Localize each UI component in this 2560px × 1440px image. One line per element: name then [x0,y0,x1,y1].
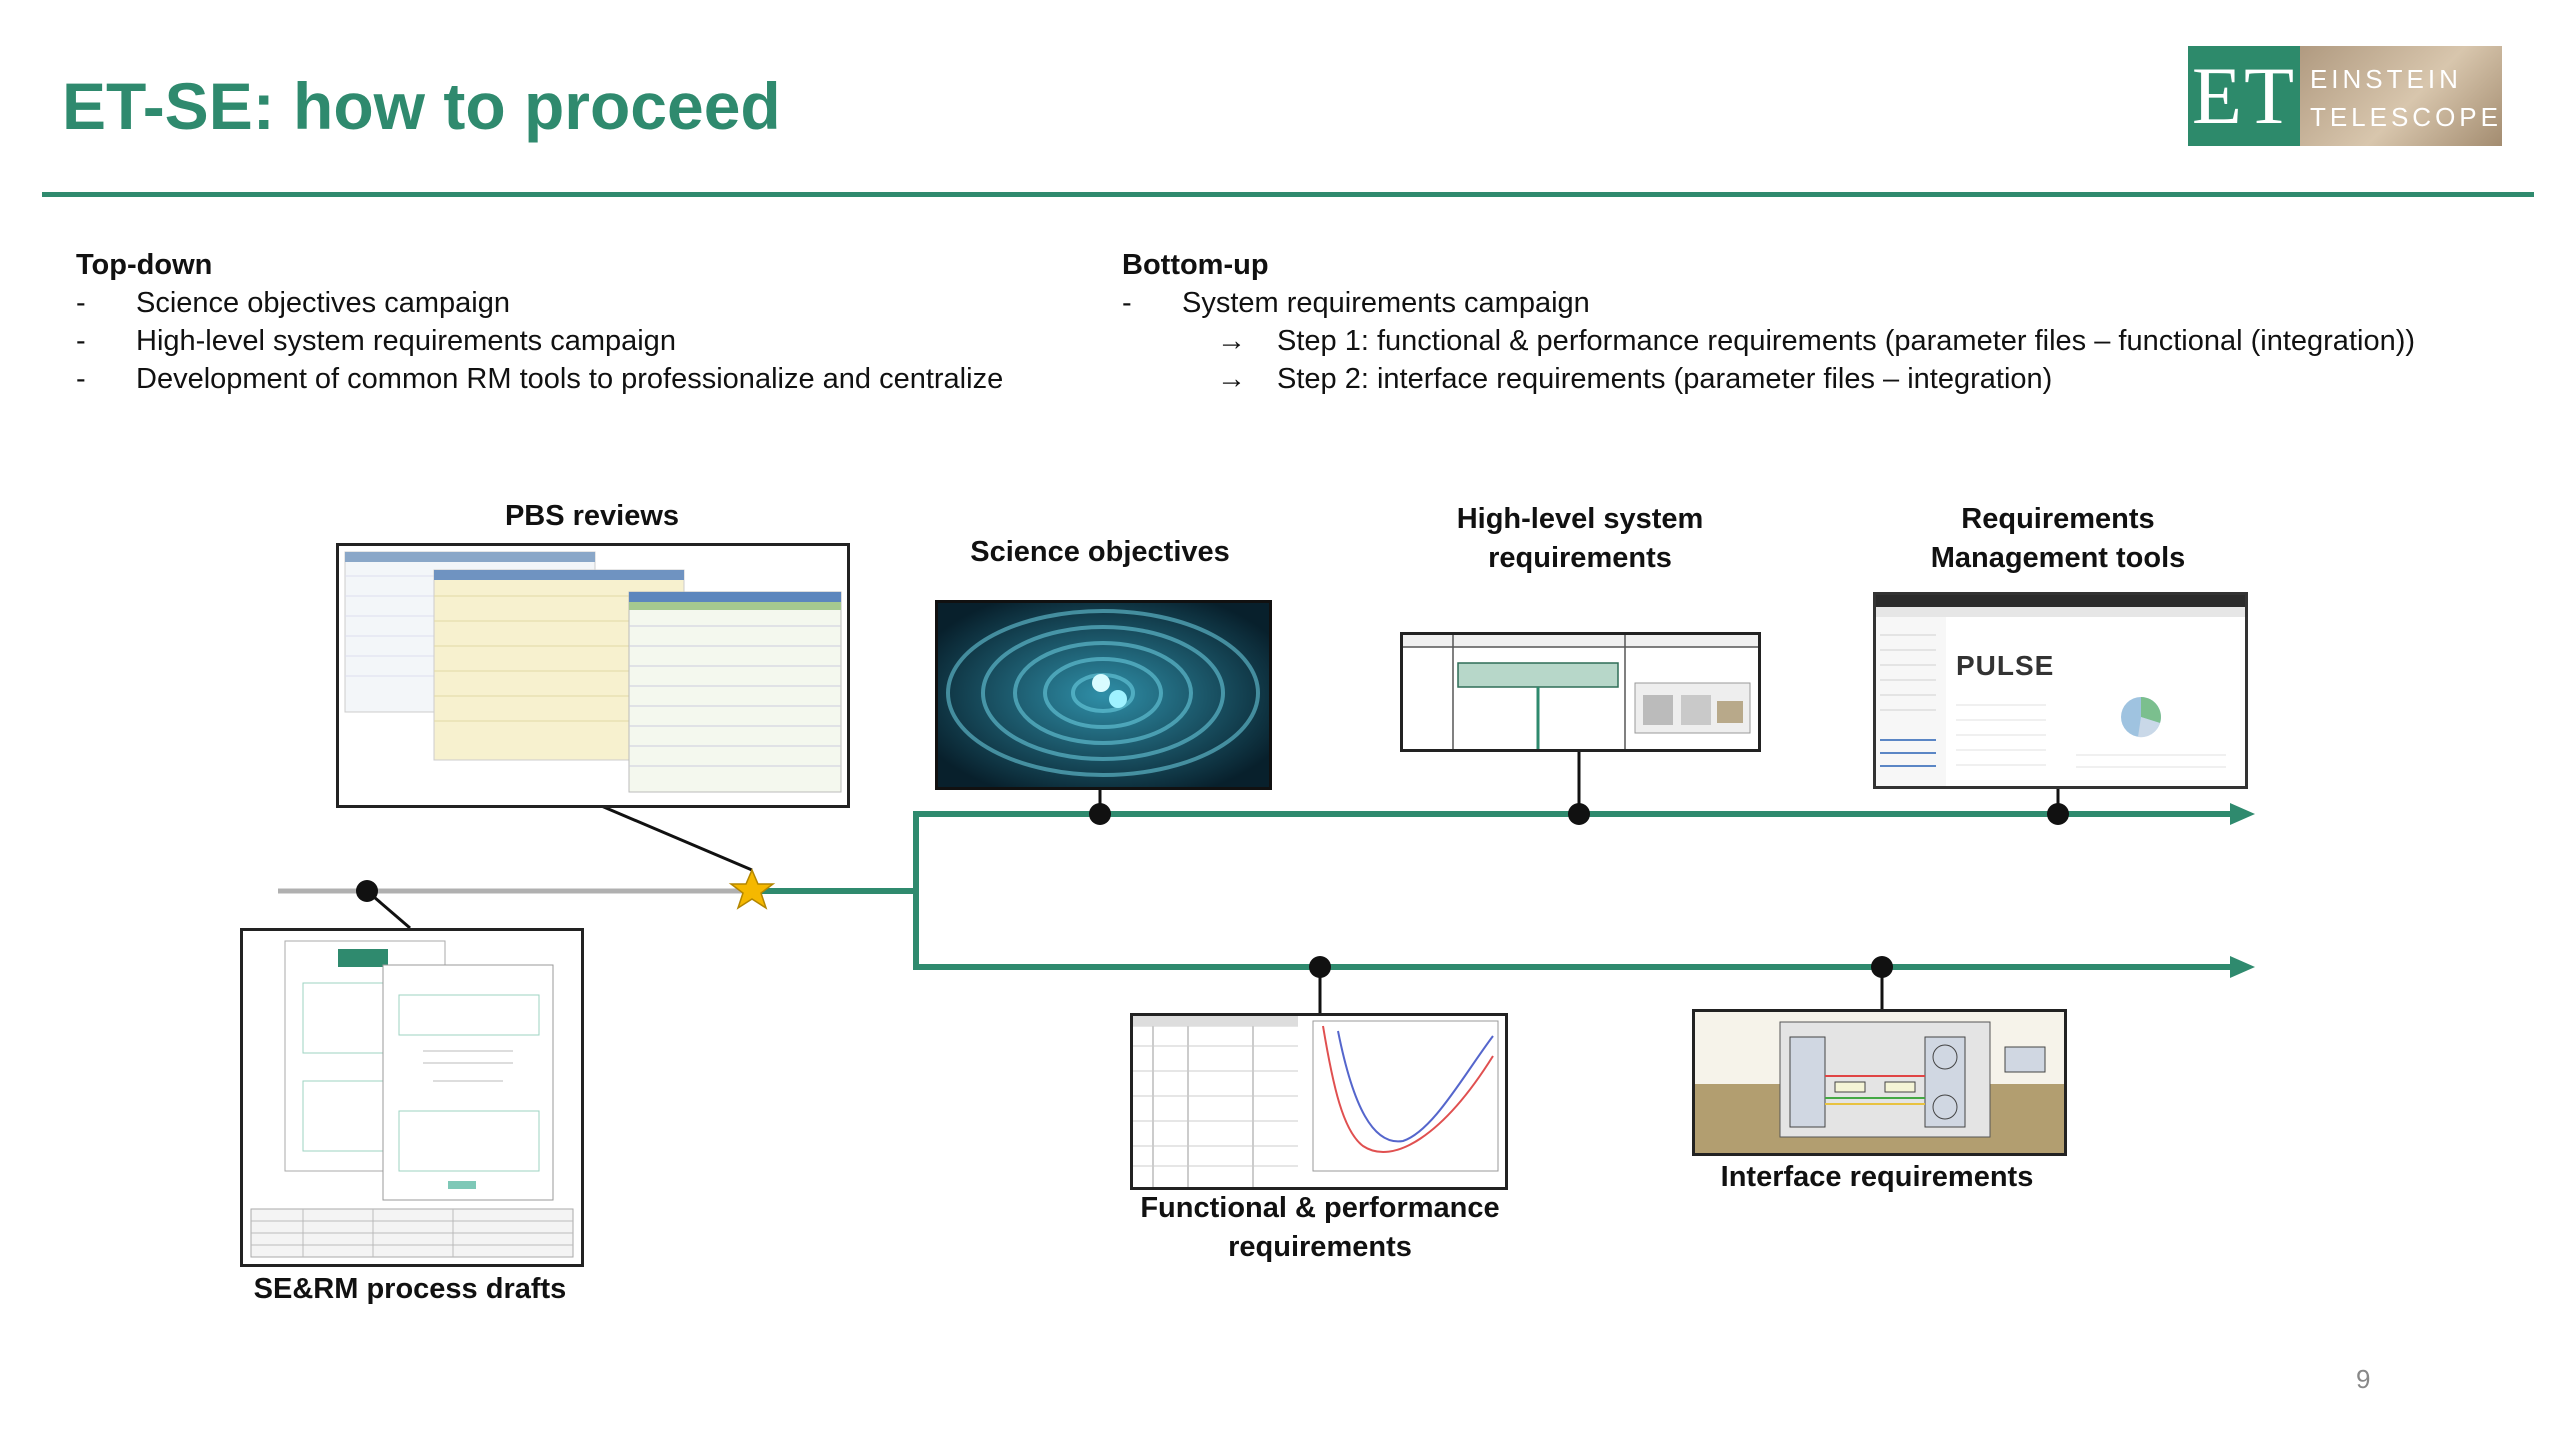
interface-requirements-image [1692,1009,2067,1156]
node-interface [1871,956,1893,978]
top-down-item: -Development of common RM tools to profe… [76,363,1004,395]
rm-tools-image: PULSE [1873,592,2248,789]
arrow-right-icon: → [1217,325,1246,357]
top-down-section: Top-down -Science objectives campaign -H… [76,246,1003,398]
serm-process-drafts-label: SE&RM process drafts [253,1273,567,1305]
science-objectives-label: Science objectives [970,536,1230,568]
node-serm [356,880,378,902]
node-highlevel [1568,803,1590,825]
bottom-up-heading: Bottom-up [1122,249,1269,281]
node-science [1089,803,1111,825]
top-down-heading: Top-down [76,249,213,281]
arrow-right-icon: → [1217,363,1246,395]
bottom-up-step: →Step 1: functional & performance requir… [1122,322,2415,360]
bottom-up-item: -System requirements campaign [1122,287,1590,319]
pulse-logo: PULSE [1956,650,2055,681]
node-functional [1309,956,1331,978]
pbs-reviews-image [336,543,850,808]
high-level-requirements-label: High-level system requirements [1456,503,1704,574]
bottom-up-section: Bottom-up -System requirements campaign … [1122,246,2415,398]
star-icon [728,868,776,910]
slide-title: ET-SE: how to proceed [62,69,781,143]
einstein-telescope-logo: ET EINSTEIN TELESCOPE [2188,46,2502,146]
bottom-branch-arrowhead [2230,956,2255,978]
top-branch-arrowhead [2230,803,2255,825]
gravitational-wave-image [935,600,1272,790]
title-divider [42,192,2534,197]
logo-line-1: EINSTEIN [2309,64,2462,94]
logo-line-2: TELESCOPE [2309,102,2502,132]
node-rmtools [2047,803,2069,825]
connector-pbs [591,800,753,872]
serm-process-drafts-image [240,928,584,1267]
logo-text: EINSTEIN TELESCOPE [2299,46,2502,146]
interface-requirements-label: Interface requirements [1720,1161,2034,1193]
top-down-item: -High-level system requirements campaign [76,325,676,357]
pbs-reviews-label: PBS reviews [504,500,680,532]
top-down-item: -Science objectives campaign [76,287,510,319]
functional-requirements-label: Functional & performance requirements [1140,1192,1500,1263]
high-level-requirements-image [1400,632,1761,752]
logo-letters: ET [2188,46,2300,146]
bottom-up-step: →Step 2: interface requirements (paramet… [1122,360,2415,398]
page-number: 9 [2356,1364,2371,1394]
rm-tools-label: Requirements Management tools [1930,503,2186,574]
functional-requirements-image [1130,1013,1508,1190]
